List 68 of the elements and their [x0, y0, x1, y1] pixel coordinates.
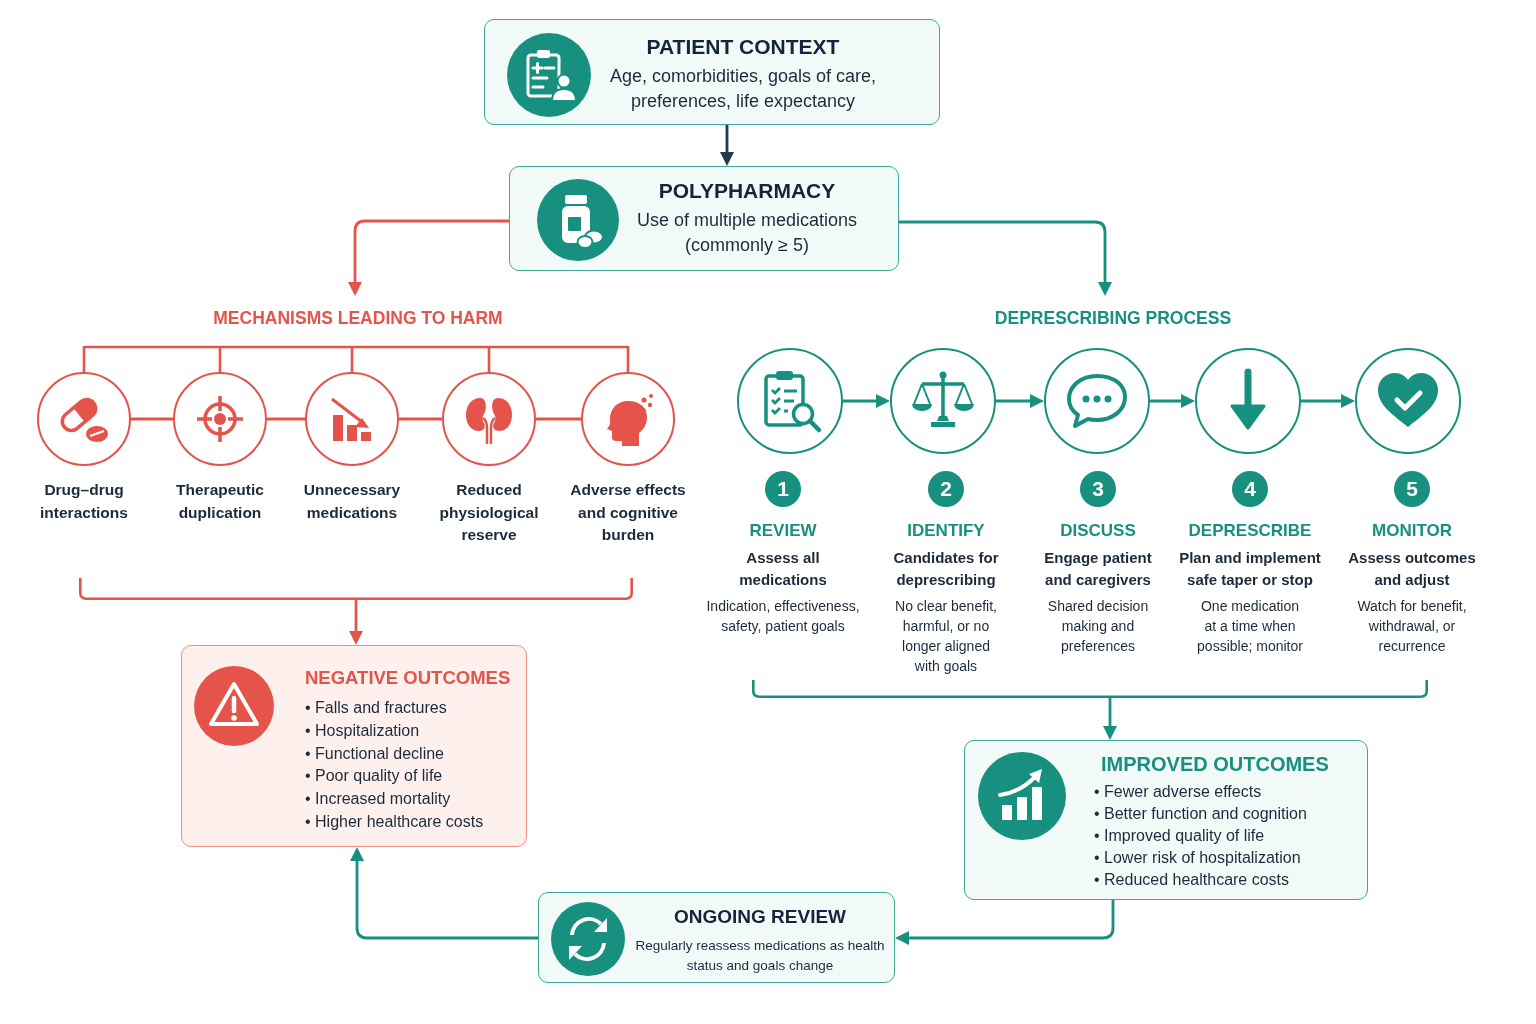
list-item: • Reduced healthcare costs	[1094, 870, 1290, 890]
list-item: • Better function and cognition	[1094, 804, 1307, 824]
step-description: One medication at a time when possible; monitor	[1196, 597, 1304, 656]
section-heading: DEPRESCRIBING PROCESS	[993, 307, 1233, 330]
circle-label: Reduced physiological reserve	[438, 480, 540, 545]
list-item: • Poor quality of life	[305, 766, 443, 787]
outcomes-panel	[964, 740, 1368, 900]
step-description: Shared decision making and preferences	[1046, 597, 1150, 656]
arrow	[996, 394, 1044, 408]
step-number-badge: 5	[1394, 471, 1430, 507]
list-item: • Hospitalization	[305, 720, 420, 741]
box-title: PATIENT CONTEXT	[645, 34, 841, 60]
list-item: • Improved quality of life	[1094, 826, 1265, 846]
list-item: • Increased mortality	[305, 789, 451, 810]
arrow	[1150, 394, 1195, 408]
step-subtitle: Candidates for deprescribing	[892, 548, 1000, 590]
box-title: ONGOING REVIEW	[672, 905, 848, 929]
step-subtitle: Assess all medications	[738, 548, 828, 590]
step-number-badge: 3	[1080, 471, 1116, 507]
arrow	[350, 847, 538, 940]
box-title: IMPROVED OUTCOMES	[1101, 752, 1330, 777]
circle-label: Unnecessary medications	[302, 480, 402, 523]
circle-label: Drug–drug interactions	[39, 480, 129, 523]
section-heading: MECHANISMS LEADING TO HARM	[212, 307, 504, 330]
box-title: POLYPHARMACY	[657, 178, 837, 204]
step-number-badge: 1	[765, 471, 801, 507]
step-title: IDENTIFY	[907, 520, 985, 542]
arrow	[899, 220, 1112, 296]
connector-line	[536, 417, 581, 421]
step-description: Indication, effectiveness, safety, patient goals	[705, 597, 861, 636]
arrow	[1301, 394, 1355, 408]
arrow	[843, 394, 890, 408]
step-subtitle: Assess outcomes and adjust	[1347, 548, 1477, 590]
step-subtitle: Plan and implement safe taper or stop	[1178, 548, 1322, 590]
step-subtitle: Engage patient and caregivers	[1043, 548, 1153, 590]
polypharmacy-box	[509, 166, 899, 271]
connector-line	[131, 417, 173, 421]
list-item: • Higher healthcare costs	[305, 812, 484, 832]
step-description: No clear benefit, harmful, or no longer aligned with goals	[894, 597, 998, 676]
arrow	[1103, 698, 1117, 740]
circle-label: Therapeutic duplication	[175, 480, 265, 523]
list-item: • Functional decline	[305, 743, 444, 764]
bracket	[752, 680, 1428, 698]
arrow	[349, 600, 363, 645]
step-title: DEPRESCRIBE	[1188, 520, 1312, 542]
step-number-badge: 2	[928, 471, 964, 507]
arrow	[895, 900, 1115, 945]
circle-label: Adverse effects and cognitive burden	[569, 480, 687, 545]
box-text: Regularly reassess medications as health status and goals change	[634, 937, 886, 975]
review-box	[538, 892, 895, 983]
arrow	[720, 125, 734, 166]
box-text: Use of multiple medications (commonly ≥ 5)	[635, 209, 859, 257]
step-title: MONITOR	[1372, 520, 1452, 542]
step-title: DISCUSS	[1060, 520, 1136, 542]
bracket	[79, 578, 633, 600]
box-text: Age, comorbidities, goals of care, preferences, life expectancy	[608, 65, 878, 113]
context-box	[484, 19, 940, 125]
list-item: • Falls and fractures	[305, 698, 447, 718]
step-number-badge: 4	[1232, 471, 1268, 507]
box-title: NEGATIVE OUTCOMES	[305, 666, 512, 690]
list-item: • Lower risk of hospitalization	[1094, 848, 1301, 868]
outcomes-panel	[181, 645, 527, 847]
step-title: REVIEW	[749, 520, 817, 542]
connector-line	[267, 417, 305, 421]
list-item: • Fewer adverse effects	[1094, 782, 1262, 802]
connector-line	[399, 417, 442, 421]
arrow	[348, 219, 509, 296]
step-description: Watch for benefit, withdrawal, or recurrence	[1356, 597, 1468, 656]
